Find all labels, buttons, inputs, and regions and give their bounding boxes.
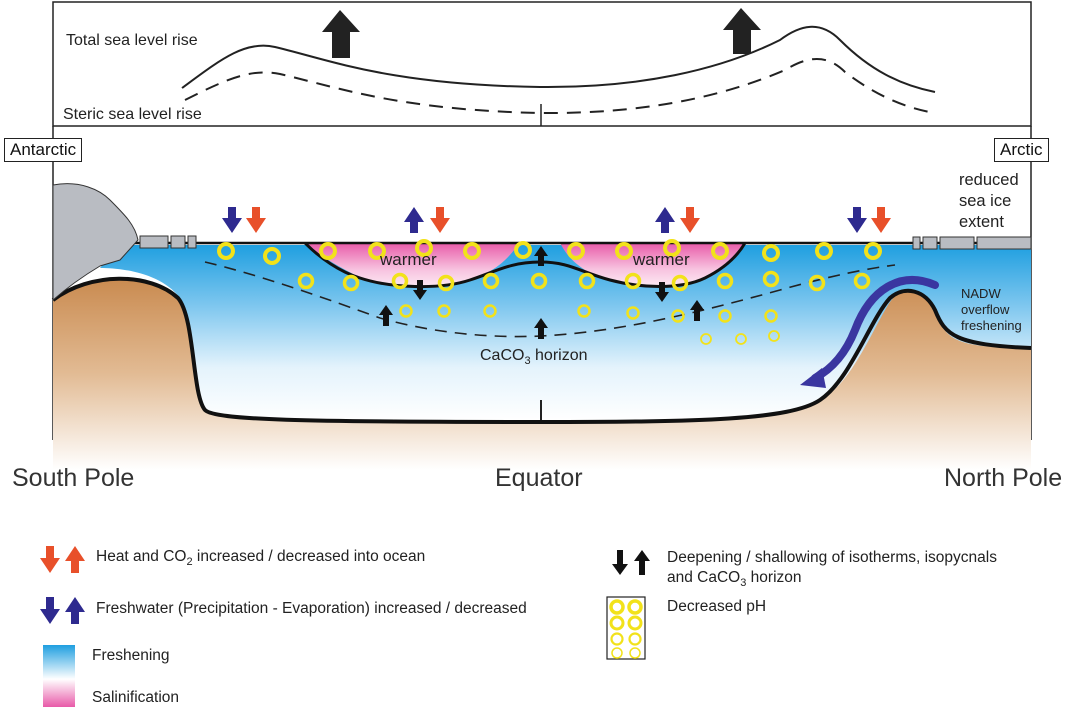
legend-freshwater-label: Freshwater (Precipitation - Evaporation)…: [96, 600, 527, 617]
antarctic-ice-sheet: [52, 183, 139, 302]
salinification-lens-right: [560, 243, 745, 287]
legend-salinity-gradient: [43, 645, 75, 707]
sea-level-up-arrow-right: [723, 8, 761, 54]
legend-freshening-label: Freshening: [92, 647, 170, 664]
isotherm-arrows: [379, 246, 704, 339]
flux-arrows-north-midlat: [655, 207, 700, 233]
total-sea-level-label: Total sea level rise: [66, 32, 198, 49]
steric-sea-level-curve: [184, 57, 936, 115]
legend-salinification-label: Salinification: [92, 689, 180, 706]
flux-arrows-arctic: [847, 207, 891, 233]
antarctic-label: Antarctic: [4, 138, 83, 162]
total-sea-level-curve: [181, 25, 936, 93]
legend-heat-arrows: [40, 546, 85, 573]
legend-heat-label: Heat and CO2 increased / decreased into …: [96, 548, 426, 569]
legend-deepening-label: Deepening / shallowing of isotherms, iso…: [667, 549, 997, 590]
legend-freshwater-arrows: [40, 597, 85, 624]
reduced-sea-ice-label: reduced sea ice extent: [959, 171, 1019, 231]
sea-ice-left: [139, 235, 197, 249]
south-pole-label: South Pole: [12, 464, 135, 492]
equator-label: Equator: [495, 464, 583, 492]
legend-isotherm-arrows: [612, 550, 650, 575]
sea-level-up-arrow-left: [322, 10, 360, 58]
sea-level-panel: [52, 1, 1032, 127]
sea-ice-right: [912, 236, 1032, 250]
nadw-overflow-arrow: [800, 276, 939, 388]
flux-arrows-antarctic: [222, 207, 266, 233]
flux-arrows-south-midlat: [404, 207, 450, 233]
arctic-label: Arctic: [994, 138, 1049, 162]
warmer-label-left: warmer: [380, 250, 437, 269]
warmer-label-right: warmer: [633, 250, 690, 269]
seabed-outline: [51, 276, 1032, 425]
caco3-horizon-label: CaCO3 horizon: [480, 347, 588, 368]
nadw-label: NADW overflow freshening: [961, 286, 1022, 333]
legend-ph-circles: [606, 596, 646, 660]
north-pole-label: North Pole: [944, 464, 1063, 492]
ocean-water: [100, 245, 1031, 420]
ph-circles: [217, 239, 882, 345]
legend-ph-label: Decreased pH: [667, 598, 767, 615]
steric-sea-level-label: Steric sea level rise: [63, 106, 202, 123]
